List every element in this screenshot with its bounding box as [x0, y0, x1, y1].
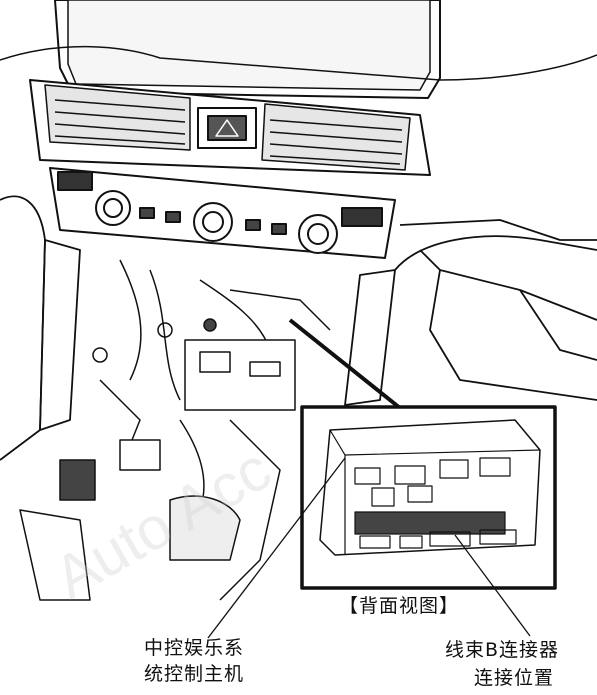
dashboard-outline [0, 45, 597, 81]
center-console-frame [0, 195, 597, 461]
connector-callout-line [454, 534, 531, 637]
head-unit-label-line2: 统控制主机 [144, 663, 245, 685]
hazard-button [197, 107, 257, 149]
climate-control-panel [49, 167, 396, 259]
center-air-vents [44, 84, 411, 171]
connector-label-line1: 线束B连接器 [445, 639, 560, 661]
rear-view-label: 【背面视图】 [339, 595, 460, 617]
head-unit-callout-line [207, 457, 346, 639]
head-unit-label-line1: 中控娱乐系 [144, 637, 245, 659]
wiring-harness [19, 259, 331, 601]
connector-label-line2: 连接位置 [474, 667, 555, 689]
rear-view-inset [300, 405, 557, 590]
display-screen [54, 0, 441, 99]
inset-pointer-line [288, 318, 402, 410]
